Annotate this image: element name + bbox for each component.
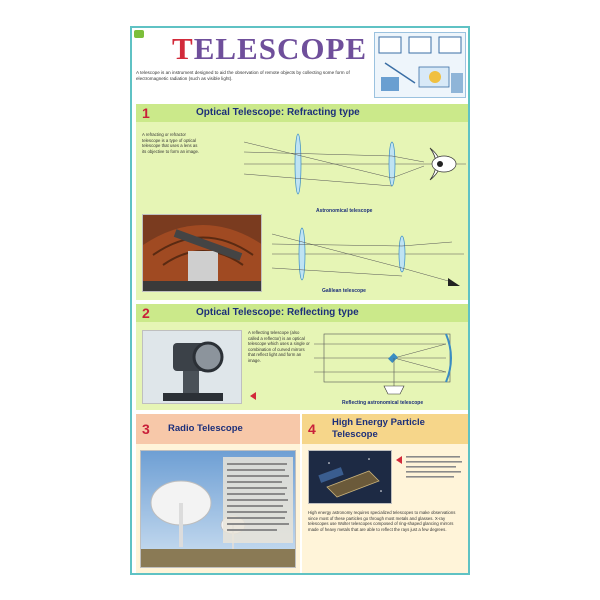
title-first-letter: T [172,31,194,66]
observatory-image [143,215,261,291]
section-number: 4 [308,421,316,437]
section-refracting-body: A refracting or refractor telescope is a… [142,132,200,154]
satellite-image [309,451,391,503]
side-note-text-lines [406,456,462,478]
reflecting-telescope-diagram [314,333,452,395]
poster-title: TELESCOPE [172,32,372,66]
reflecting-telescope-image [143,331,241,403]
section-title: Optical Telescope: Reflecting type [196,307,359,318]
section-high-energy-header: 4 High Energy Particle Telescope [302,414,468,444]
radio-dish-image [141,451,295,567]
section-number: 3 [142,421,150,437]
telescope-poster: TELESCOPE A telescope is an instrument d… [130,26,470,575]
high-energy-body: High energy astronomy requires specializ… [308,510,456,532]
pointer-arrow-icon [250,392,256,400]
section-reflecting-body: A reflecting telescope (also called a re… [248,330,310,363]
section-title: Radio Telescope [168,423,243,434]
section-title-line-1: High Energy Particle [332,417,425,428]
title-rest: ELESCOPE [193,31,368,66]
section-reflecting: 2 Optical Telescope: Reflecting type A r… [136,304,468,410]
high-energy-side-note [406,454,464,500]
reflecting-telescope-caption: Reflecting astronomical telescope [342,400,424,406]
section-title-line-2: Telescope [332,429,378,440]
section-high-energy-telescope: 4 High Energy Particle Telescope [302,414,468,573]
section-title: Optical Telescope: Refracting type [196,107,360,118]
telescope-diagram-thumbnail [374,32,466,98]
section-number: 2 [142,305,150,321]
intro-text: A telescope is an instrument designed to… [136,70,350,81]
reflecting-telescope-photo [142,330,242,404]
observatory-photo [142,214,262,292]
publisher-logo-icon [134,30,144,38]
section-reflecting-header: 2 Optical Telescope: Reflecting type [136,304,468,322]
galilean-telescope-diagram [272,227,464,286]
astronomical-telescope-caption: Astronomical telescope [316,208,373,214]
section-radio-header: 3 Radio Telescope [136,414,300,444]
thumbnail-illustration [378,36,463,93]
section-refracting: 1 Optical Telescope: Refracting type A r… [136,104,468,300]
section-refracting-header: 1 Optical Telescope: Refracting type [136,104,468,122]
section-number: 1 [142,105,150,121]
galilean-telescope-caption: Galilean telescope [322,288,366,294]
x-ray-telescope-photo [308,450,392,504]
pointer-arrow-icon [396,456,402,464]
radio-telescope-photo [140,450,296,568]
astronomical-telescope-diagram [244,133,466,195]
section-radio-telescope: 3 Radio Telescope [136,414,300,573]
